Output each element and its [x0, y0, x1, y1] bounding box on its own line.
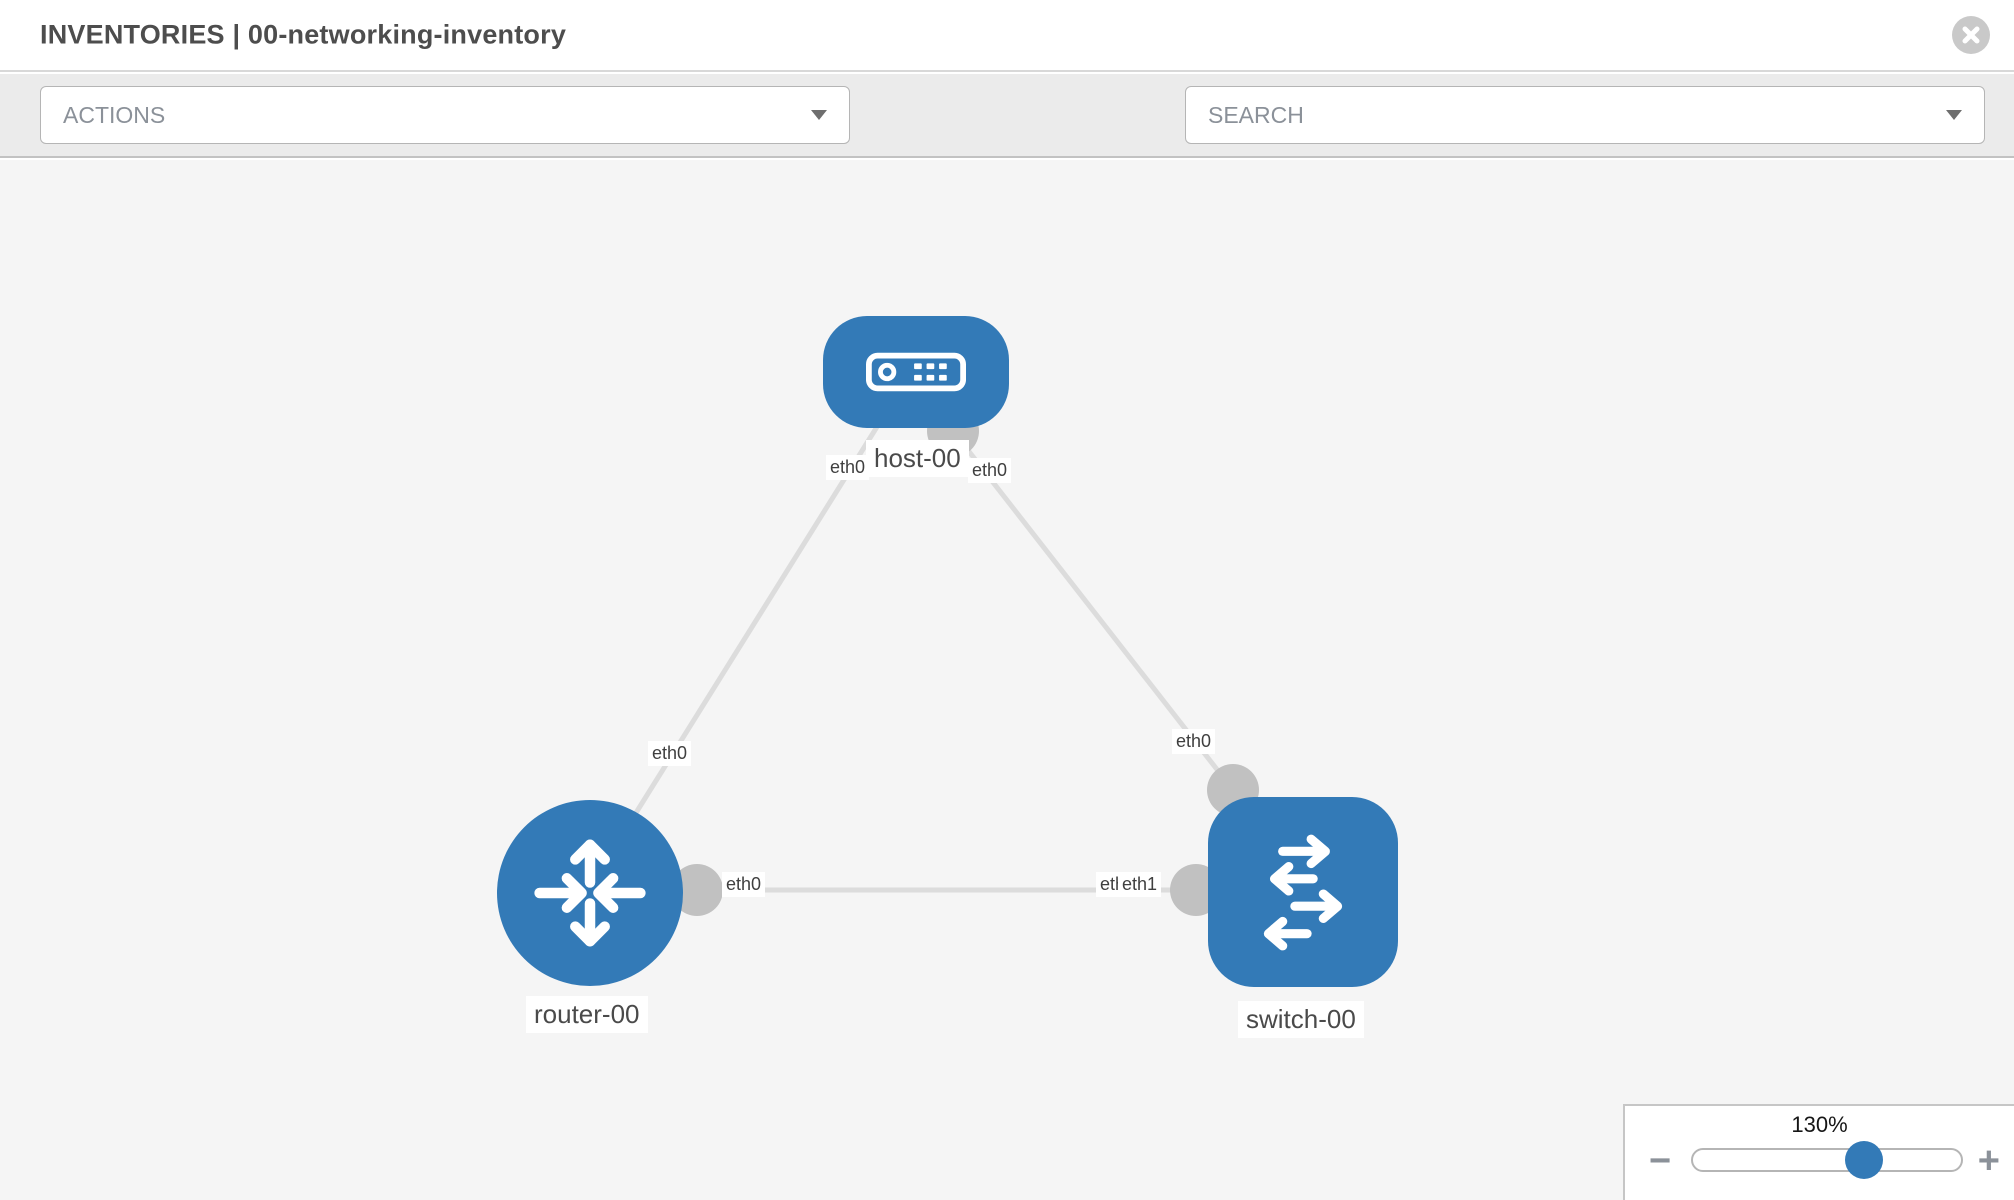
search-dropdown-label: SEARCH [1208, 101, 1304, 128]
page-title: INVENTORIES | 00-networking-inventory [40, 19, 567, 50]
host-icon [866, 352, 966, 392]
zoom-slider[interactable] [1691, 1141, 1963, 1179]
interface-label-router-eth0-mid: eth0 [722, 872, 766, 898]
close-icon [1962, 26, 1980, 44]
topology-canvas[interactable]: host-00 router-00 switch-00 eth0 eth0 et… [0, 160, 2014, 1200]
chevron-down-icon [811, 110, 827, 120]
zoom-out-button[interactable]: − [1649, 1140, 1672, 1182]
node-switch-00[interactable] [1208, 797, 1398, 987]
switch-icon [1263, 834, 1343, 951]
zoom-level-label: 130% [1791, 1112, 1848, 1137]
node-router-00[interactable] [497, 800, 683, 986]
actions-dropdown[interactable]: ACTIONS [40, 86, 850, 144]
interface-label-host-eth0-left: eth0 [826, 455, 870, 481]
node-label-router-00: router-00 [526, 996, 648, 1033]
node-label-switch-00: switch-00 [1238, 1001, 1364, 1038]
toolbar: ACTIONS SEARCH [0, 74, 2014, 200]
node-host-00[interactable] [823, 316, 1009, 428]
chevron-down-icon [1946, 110, 1962, 120]
router-icon [534, 839, 646, 947]
node-label-host-00: host-00 [866, 440, 969, 477]
zoom-in-button[interactable]: + [1977, 1140, 2000, 1182]
search-dropdown[interactable]: SEARCH [1185, 86, 1985, 144]
interface-dot [671, 864, 723, 916]
close-button[interactable] [1952, 16, 1990, 54]
header: INVENTORIES | 00-networking-inventory [0, 0, 2014, 72]
zoom-panel: 130% − + [1623, 1104, 2014, 1200]
interface-label-switch-eth1: eth1 [1118, 872, 1162, 898]
zoom-slider-thumb[interactable] [1845, 1141, 1883, 1179]
actions-dropdown-label: ACTIONS [63, 101, 166, 128]
interface-label-router-eth0-top: eth0 [648, 741, 692, 767]
interface-label-host-eth0-right: eth0 [968, 458, 1012, 484]
interface-label-switch-eth0-top: eth0 [1172, 729, 1216, 755]
links-layer [631, 405, 1259, 916]
